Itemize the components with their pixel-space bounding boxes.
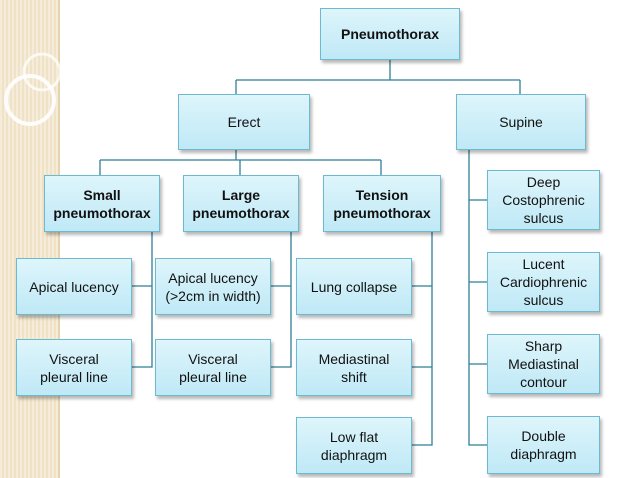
node-label: Pneumothorax (340, 26, 439, 42)
node-label: Visceral pleural line (40, 350, 108, 385)
node-large-visceral-pleural-line: Visceral pleural line (155, 339, 271, 396)
node-deep-costophrenic-sulcus: Deep Costophrenic sulcus (487, 170, 600, 230)
decorative-side-stripe (0, 0, 58, 478)
node-label: Supine (499, 114, 543, 130)
node-large-pneumothorax: Large pneumothorax (183, 175, 299, 232)
node-lucent-cardiophrenic-sulcus: Lucent Cardiophrenic sulcus (487, 252, 600, 312)
node-label: Apical lucency (>2cm in width) (165, 269, 261, 304)
node-label: Sharp Mediastinal contour (508, 338, 579, 390)
node-label: Visceral pleural line (179, 350, 247, 385)
node-tension-pneumothorax: Tension pneumothorax (323, 175, 441, 232)
decorative-ring (4, 74, 56, 126)
node-small-visceral-pleural-line: Visceral pleural line (16, 339, 132, 396)
decorative-ring (22, 52, 62, 92)
node-sharp-mediastinal-contour: Sharp Mediastinal contour (487, 334, 600, 394)
node-large-apical-lucency: Apical lucency (>2cm in width) (155, 258, 271, 315)
node-label: Erect (227, 114, 261, 130)
node-label: Apical lucency (29, 278, 119, 295)
node-small-apical-lucency: Apical lucency (16, 258, 132, 315)
connector-large-trunk (271, 232, 292, 368)
node-low-flat-diaphragm: Low flat diaphragm (296, 417, 412, 474)
node-label: Large pneumothorax (192, 186, 290, 221)
node-label: Lung collapse (310, 278, 398, 295)
node-label: Low flat diaphragm (320, 428, 388, 463)
decorative-stripe-edge (58, 0, 60, 478)
node-supine: Supine (456, 94, 586, 150)
node-double-diaphragm: Double diaphragm (487, 416, 600, 474)
decorative-rings (4, 52, 62, 126)
connector-supine-trunk (468, 150, 487, 446)
connector-tension-trunk (412, 232, 433, 446)
node-small-pneumothorax: Small pneumothorax (44, 175, 160, 232)
node-lung-collapse: Lung collapse (296, 258, 412, 315)
node-pneumothorax: Pneumothorax (320, 8, 460, 60)
node-label: Mediastinal shift (318, 350, 390, 385)
node-label: Deep Costophrenic sulcus (502, 174, 585, 226)
node-erect: Erect (178, 94, 310, 150)
node-label: Small pneumothorax (53, 186, 151, 221)
connector-small-trunk (132, 232, 153, 368)
node-label: Lucent Cardiophrenic sulcus (499, 256, 588, 308)
node-label: Tension pneumothorax (333, 186, 431, 221)
node-label: Double diaphragm (510, 428, 577, 462)
node-mediastinal-shift: Mediastinal shift (296, 339, 412, 396)
